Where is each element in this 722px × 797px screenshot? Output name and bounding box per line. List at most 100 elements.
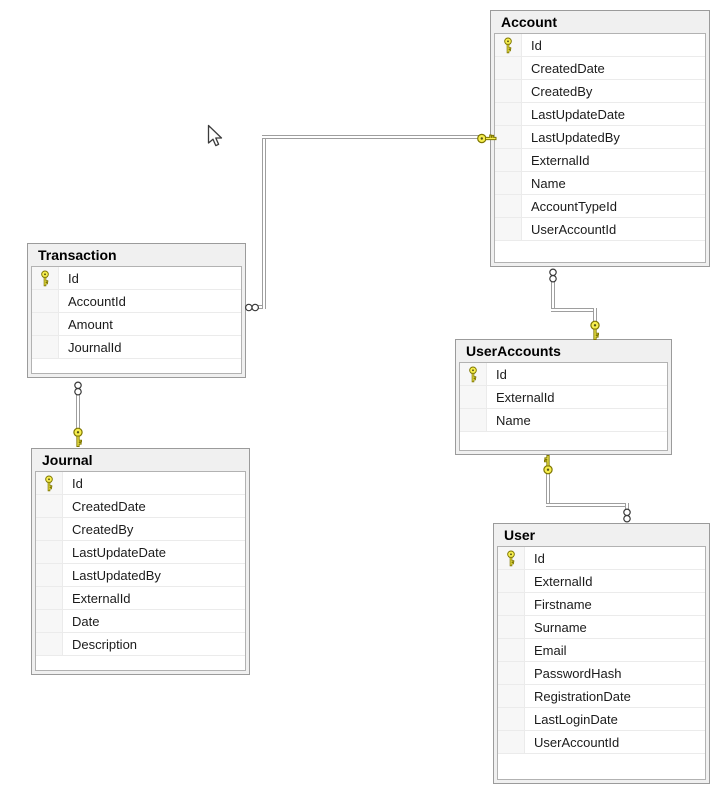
- field-row[interactable]: AccountId: [32, 290, 241, 313]
- field-name: ExternalId: [496, 389, 555, 405]
- field-name: ExternalId: [534, 573, 593, 589]
- field-row[interactable]: Date: [36, 610, 245, 633]
- field-row[interactable]: Id: [495, 34, 705, 57]
- field-name: ExternalId: [531, 152, 590, 168]
- field-name: AccountTypeId: [531, 198, 617, 214]
- field-name: RegistrationDate: [534, 688, 631, 704]
- field-row[interactable]: LastLoginDate: [498, 708, 705, 731]
- field-name: CreatedBy: [72, 521, 134, 537]
- field-name: Surname: [534, 619, 587, 635]
- field-row[interactable]: LastUpdateDate: [36, 541, 245, 564]
- field-row[interactable]: Id: [32, 267, 241, 290]
- field-row[interactable]: Id: [36, 472, 245, 495]
- row-selector-cell: [32, 336, 59, 358]
- primary-key-icon: [498, 547, 525, 569]
- table-useraccounts[interactable]: UserAccounts Id ExternalId Name: [455, 339, 672, 455]
- one-key-icon: [543, 454, 553, 474]
- table-account-title[interactable]: Account: [501, 14, 557, 30]
- field-row[interactable]: Email: [498, 639, 705, 662]
- field-name: CreatedBy: [531, 83, 593, 99]
- table-journal-title[interactable]: Journal: [42, 452, 93, 468]
- field-name: LastUpdatedBy: [531, 129, 620, 145]
- table-useraccounts-grid: Id ExternalId Name: [459, 362, 668, 451]
- field-row[interactable]: CreatedBy: [36, 518, 245, 541]
- field-row[interactable]: JournalId: [32, 336, 241, 359]
- table-transaction-title[interactable]: Transaction: [38, 247, 117, 263]
- table-user-grid: Id ExternalId Firstname Surname Email Pa…: [497, 546, 706, 780]
- field-name: CreatedDate: [72, 498, 146, 514]
- one-key-icon: [73, 427, 83, 447]
- row-selector-cell: [36, 564, 63, 586]
- field-row[interactable]: UserAccountId: [498, 731, 705, 754]
- row-selector-cell: [36, 518, 63, 540]
- table-user[interactable]: User Id ExternalId Firstname Surname Ema…: [493, 523, 710, 784]
- field-name: LastUpdateDate: [531, 106, 625, 122]
- field-row[interactable]: ExternalId: [36, 587, 245, 610]
- field-row[interactable]: ExternalId: [495, 149, 705, 172]
- field-name: Name: [496, 412, 531, 428]
- field-name: Description: [72, 636, 138, 652]
- relationship-line-segment[interactable]: [262, 135, 484, 139]
- field-name: Firstname: [534, 596, 592, 612]
- field-name: JournalId: [68, 339, 122, 355]
- row-selector-cell: [495, 57, 522, 79]
- field-name: Amount: [68, 316, 113, 332]
- many-infinity-icon: [549, 268, 557, 283]
- table-transaction-grid: Id AccountId Amount JournalId: [31, 266, 242, 374]
- field-row[interactable]: PasswordHash: [498, 662, 705, 685]
- field-name: Id: [496, 366, 507, 382]
- table-user-title[interactable]: User: [504, 527, 536, 543]
- one-key-icon: [477, 133, 497, 143]
- field-row[interactable]: LastUpdatedBy: [36, 564, 245, 587]
- field-name: LastUpdatedBy: [72, 567, 161, 583]
- field-row[interactable]: AccountTypeId: [495, 195, 705, 218]
- field-row[interactable]: LastUpdateDate: [495, 103, 705, 126]
- relationship-line-segment[interactable]: [551, 281, 555, 312]
- relationship-line-segment[interactable]: [546, 473, 550, 507]
- field-row[interactable]: Id: [498, 547, 705, 570]
- row-selector-cell: [36, 610, 63, 632]
- row-selector-cell: [498, 570, 525, 592]
- field-row[interactable]: UserAccountId: [495, 218, 705, 241]
- field-row[interactable]: ExternalId: [460, 386, 667, 409]
- row-selector-cell: [498, 593, 525, 615]
- relationship-line-segment[interactable]: [76, 394, 80, 428]
- field-name: CreatedDate: [531, 60, 605, 76]
- row-selector-cell: [36, 541, 63, 563]
- field-row[interactable]: CreatedBy: [495, 80, 705, 103]
- row-selector-cell: [32, 313, 59, 335]
- table-useraccounts-title[interactable]: UserAccounts: [466, 343, 561, 359]
- field-name: AccountId: [68, 293, 126, 309]
- field-name: LastUpdateDate: [72, 544, 166, 560]
- many-infinity-icon: [74, 381, 82, 396]
- field-name: Id: [68, 270, 79, 286]
- field-row[interactable]: RegistrationDate: [498, 685, 705, 708]
- field-name: UserAccountId: [534, 734, 620, 750]
- field-name: Id: [531, 37, 542, 53]
- table-journal[interactable]: Journal Id CreatedDate CreatedBy LastUpd…: [31, 448, 250, 675]
- table-account[interactable]: Account Id CreatedDate CreatedBy LastUpd…: [490, 10, 710, 267]
- field-name: LastLoginDate: [534, 711, 618, 727]
- table-transaction[interactable]: Transaction Id AccountId Amount JournalI…: [27, 243, 246, 378]
- relationship-line-segment[interactable]: [551, 308, 597, 312]
- field-row[interactable]: Description: [36, 633, 245, 656]
- many-infinity-icon: [623, 508, 631, 523]
- field-name: Email: [534, 642, 567, 658]
- field-row[interactable]: Surname: [498, 616, 705, 639]
- field-row[interactable]: LastUpdatedBy: [495, 126, 705, 149]
- relationship-line-segment[interactable]: [262, 135, 266, 309]
- relationship-line-segment[interactable]: [546, 503, 629, 507]
- field-name: PasswordHash: [534, 665, 622, 681]
- field-row[interactable]: Amount: [32, 313, 241, 336]
- field-row[interactable]: Name: [495, 172, 705, 195]
- relationship-line-segment[interactable]: [625, 503, 629, 509]
- field-row[interactable]: CreatedDate: [495, 57, 705, 80]
- field-row[interactable]: CreatedDate: [36, 495, 245, 518]
- field-row[interactable]: Id: [460, 363, 667, 386]
- field-row[interactable]: ExternalId: [498, 570, 705, 593]
- field-row[interactable]: Firstname: [498, 593, 705, 616]
- field-name: UserAccountId: [531, 221, 617, 237]
- relationship-line-segment[interactable]: [593, 308, 597, 322]
- field-row[interactable]: Name: [460, 409, 667, 432]
- one-key-icon: [590, 320, 600, 340]
